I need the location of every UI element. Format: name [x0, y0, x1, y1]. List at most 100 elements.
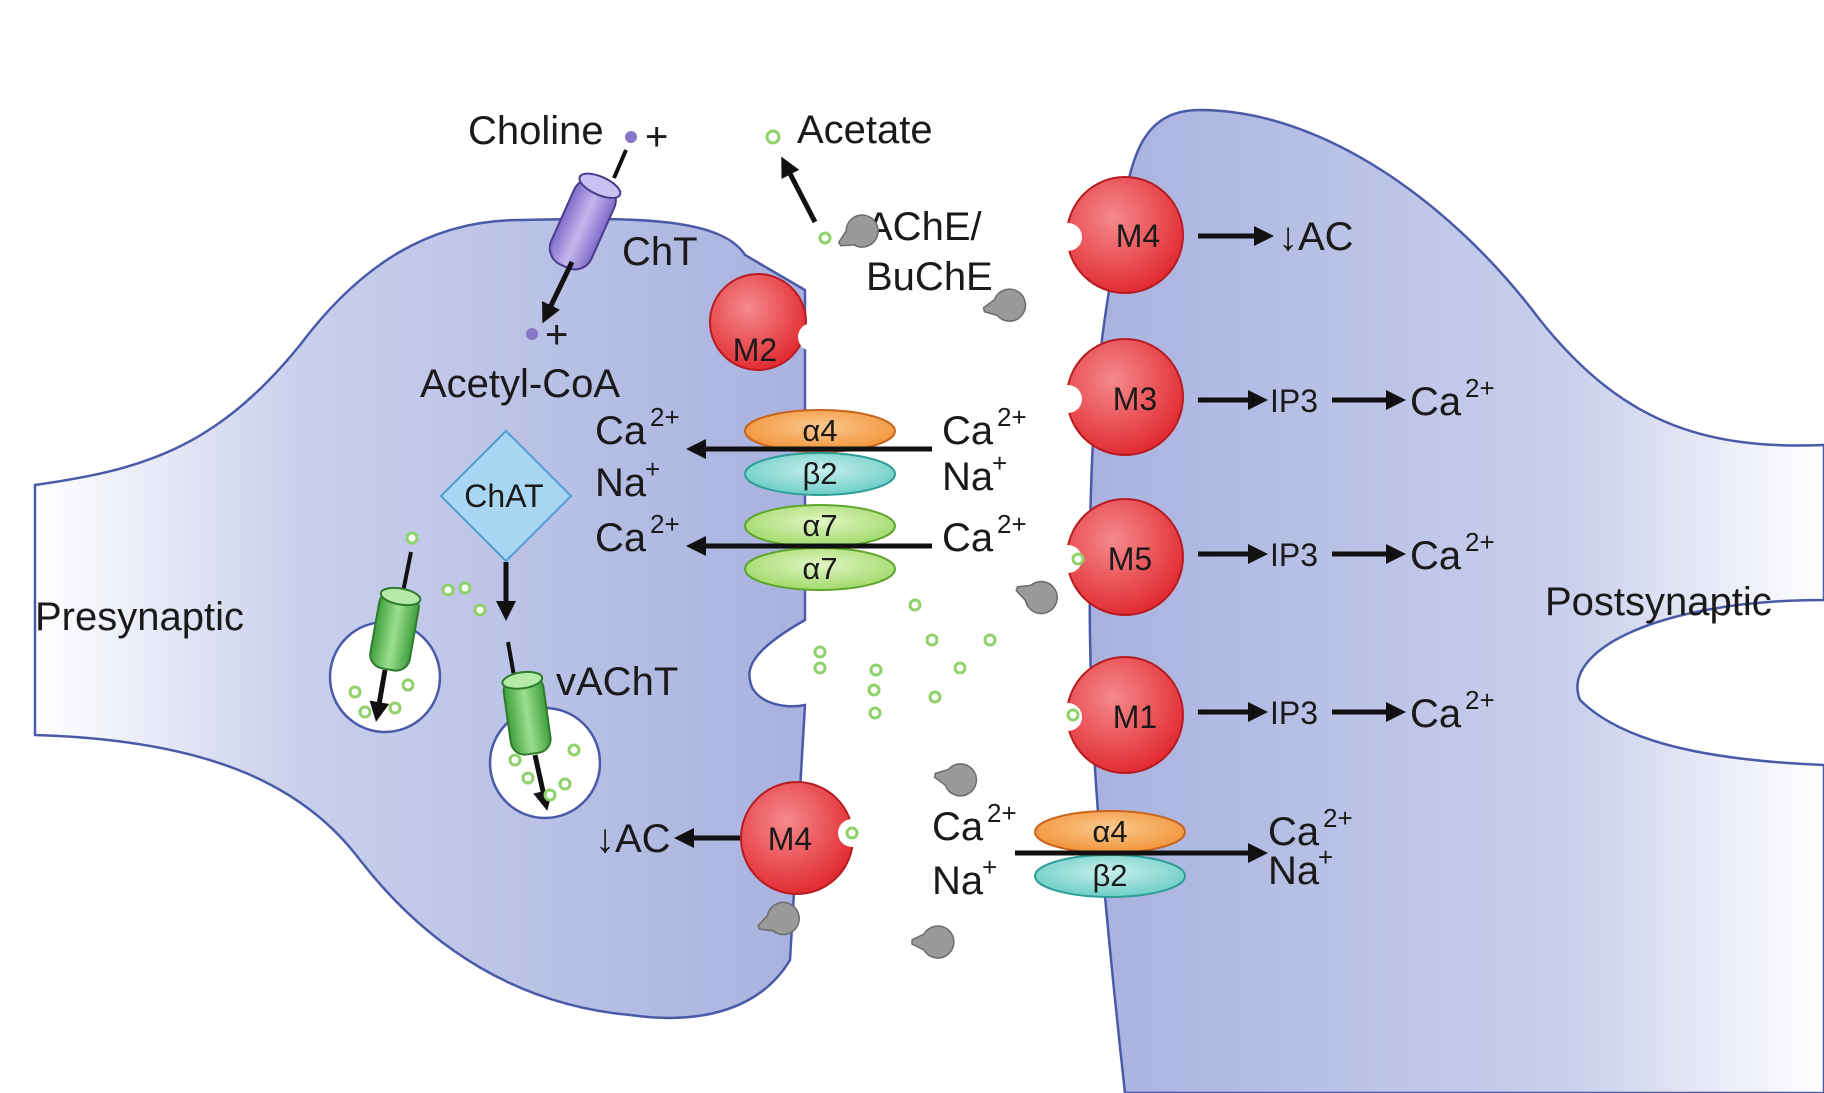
upper-left-ca-label: Ca: [595, 409, 647, 453]
post-m3-receptor: M3: [1054, 338, 1184, 456]
acetylcholine-molecules: [348, 231, 997, 802]
lower-left-ca-label: Ca: [932, 805, 984, 849]
post-m1-receptor: M1: [1054, 656, 1184, 774]
intracellular-choline-charge: +: [545, 313, 568, 357]
alpha7-left-ca-label: Ca: [595, 516, 647, 560]
pre-m2-label: M2: [733, 332, 777, 368]
lower-right-ca-charge: 2+: [1323, 803, 1353, 833]
post-m5-ca-label: Ca: [1410, 534, 1462, 578]
post-m3-ca-charge: 2+: [1465, 373, 1495, 403]
upper-right-na-charge: +: [992, 448, 1007, 478]
lower-right-ca-label: Ca: [1268, 810, 1320, 854]
acetylcholine-molecule: [983, 633, 997, 647]
lower-left-na-charge: +: [982, 852, 997, 882]
acetylcholine-molecule: [388, 701, 402, 715]
acetylcholine-molecule: [458, 581, 472, 595]
acetylcholine-molecule: [869, 663, 883, 677]
acetylcholine-molecule: [508, 753, 522, 767]
acetylcholine-molecule: [818, 231, 832, 245]
vesicle-left-arrow: [369, 669, 390, 722]
lower-beta2-label: β2: [1092, 858, 1127, 893]
post-m5-receptor: M5: [1054, 498, 1184, 616]
post-m1-label: M1: [1113, 699, 1157, 735]
upper-left-na-charge: +: [645, 454, 660, 484]
acetylcholine-molecule: [928, 690, 942, 704]
ache-enzyme-icon: [982, 288, 1027, 322]
ache-label-line1: AChE/: [866, 205, 982, 249]
acetylcholine-molecule: [543, 788, 557, 802]
alpha7-left-ca-charge: 2+: [650, 509, 680, 539]
ache-enzyme-icon: [1015, 580, 1058, 615]
upper-right-ca-label: Ca: [942, 409, 994, 453]
post-m5-label: M5: [1108, 541, 1152, 577]
acetate-molecule: [765, 129, 781, 145]
acetylcholine-molecule: [925, 633, 939, 647]
post-m3-ip3-label: IP3: [1270, 383, 1318, 419]
chat-enzyme-icon: [439, 429, 573, 563]
cht-label: ChT: [622, 230, 698, 274]
acetylcholine-molecule: [441, 583, 455, 597]
choline-molecule: [625, 131, 637, 143]
acetylcholine-molecule: [405, 531, 419, 545]
acetylcholine-molecule: [908, 598, 922, 612]
post-m3-ca-label: Ca: [1410, 380, 1462, 424]
postsynaptic-label: Postsynaptic: [1545, 580, 1772, 624]
pre-m4-effect-label: ↓AC: [595, 817, 671, 861]
post-m1-ca-label: Ca: [1410, 692, 1462, 736]
vacht-transporter-left-icon: [369, 586, 422, 672]
presynaptic-terminal: [33, 217, 807, 1020]
ache-enzyme-icon: [933, 763, 978, 797]
choline-label: Choline: [468, 109, 604, 153]
vesicle-right-link: [506, 641, 516, 677]
acetylcholine-molecule: [868, 706, 882, 720]
acetate-label: Acetate: [797, 108, 933, 152]
post-m5-ip3-label: IP3: [1270, 537, 1318, 573]
acetylcholine-molecule: [813, 661, 827, 675]
cht-uptake-arrow: [542, 260, 575, 324]
post-m1-ca-charge: 2+: [1465, 685, 1495, 715]
upper-left-na-label: Na: [595, 461, 647, 505]
lower-left-ca-charge: 2+: [987, 798, 1017, 828]
acetylcholine-molecule: [348, 685, 362, 699]
acetyl-coa-label: Acetyl-CoA: [420, 362, 620, 406]
vesicle-left-link: [401, 551, 413, 593]
ache-enzyme-icon: [757, 901, 800, 936]
upper-right-na-label: Na: [942, 455, 994, 499]
acetylcholine-molecule: [558, 777, 572, 791]
lower-left-na-label: Na: [932, 859, 984, 903]
acetylcholine-molecule: [813, 645, 827, 659]
post-m3-label: M3: [1113, 381, 1157, 417]
chat-label: ChAT: [464, 478, 543, 514]
acetylcholine-molecule: [521, 771, 535, 785]
ache-enzyme-icon: [837, 214, 879, 248]
vacht-label: vAChT: [556, 660, 678, 704]
postsynaptic-cell: [1088, 108, 1824, 1093]
intracellular-choline: [526, 328, 538, 340]
upper-beta2-label: β2: [802, 456, 837, 491]
lower-right-na-label: Na: [1268, 849, 1320, 893]
lower-alpha4-label: α4: [1092, 814, 1127, 849]
ache-enzymes: [757, 214, 1058, 959]
post-m5-ca-charge: 2+: [1465, 527, 1495, 557]
choline-link-line: [612, 149, 628, 179]
upper-left-ca-charge: 2+: [650, 402, 680, 432]
post-m4-receptor: M4: [1054, 176, 1184, 294]
acetate-release-arrow: [781, 156, 818, 224]
ache-label-line2: BuChE: [866, 255, 993, 299]
upper-alpha4-label: α4: [802, 413, 837, 448]
pre-m4-receptor: M4: [740, 781, 866, 895]
acetylcholine-molecule: [358, 705, 372, 719]
choline-charge: +: [645, 115, 668, 159]
upper-right-ca-charge: 2+: [997, 402, 1027, 432]
presynaptic-label: Presynaptic: [35, 595, 244, 639]
alpha7-right-ca-label: Ca: [942, 516, 994, 560]
upper-beta2-subunit: [744, 452, 896, 496]
alpha7-bottom-label: α7: [802, 551, 837, 586]
pre-m2-receptor: M2: [709, 273, 826, 371]
acetylcholine-molecule: [953, 661, 967, 675]
cht-transporter-icon: [548, 172, 622, 271]
acetylcholine-molecule: [473, 603, 487, 617]
post-m1-ip3-label: IP3: [1270, 695, 1318, 731]
vacht-transporter-right-icon: [501, 670, 552, 756]
